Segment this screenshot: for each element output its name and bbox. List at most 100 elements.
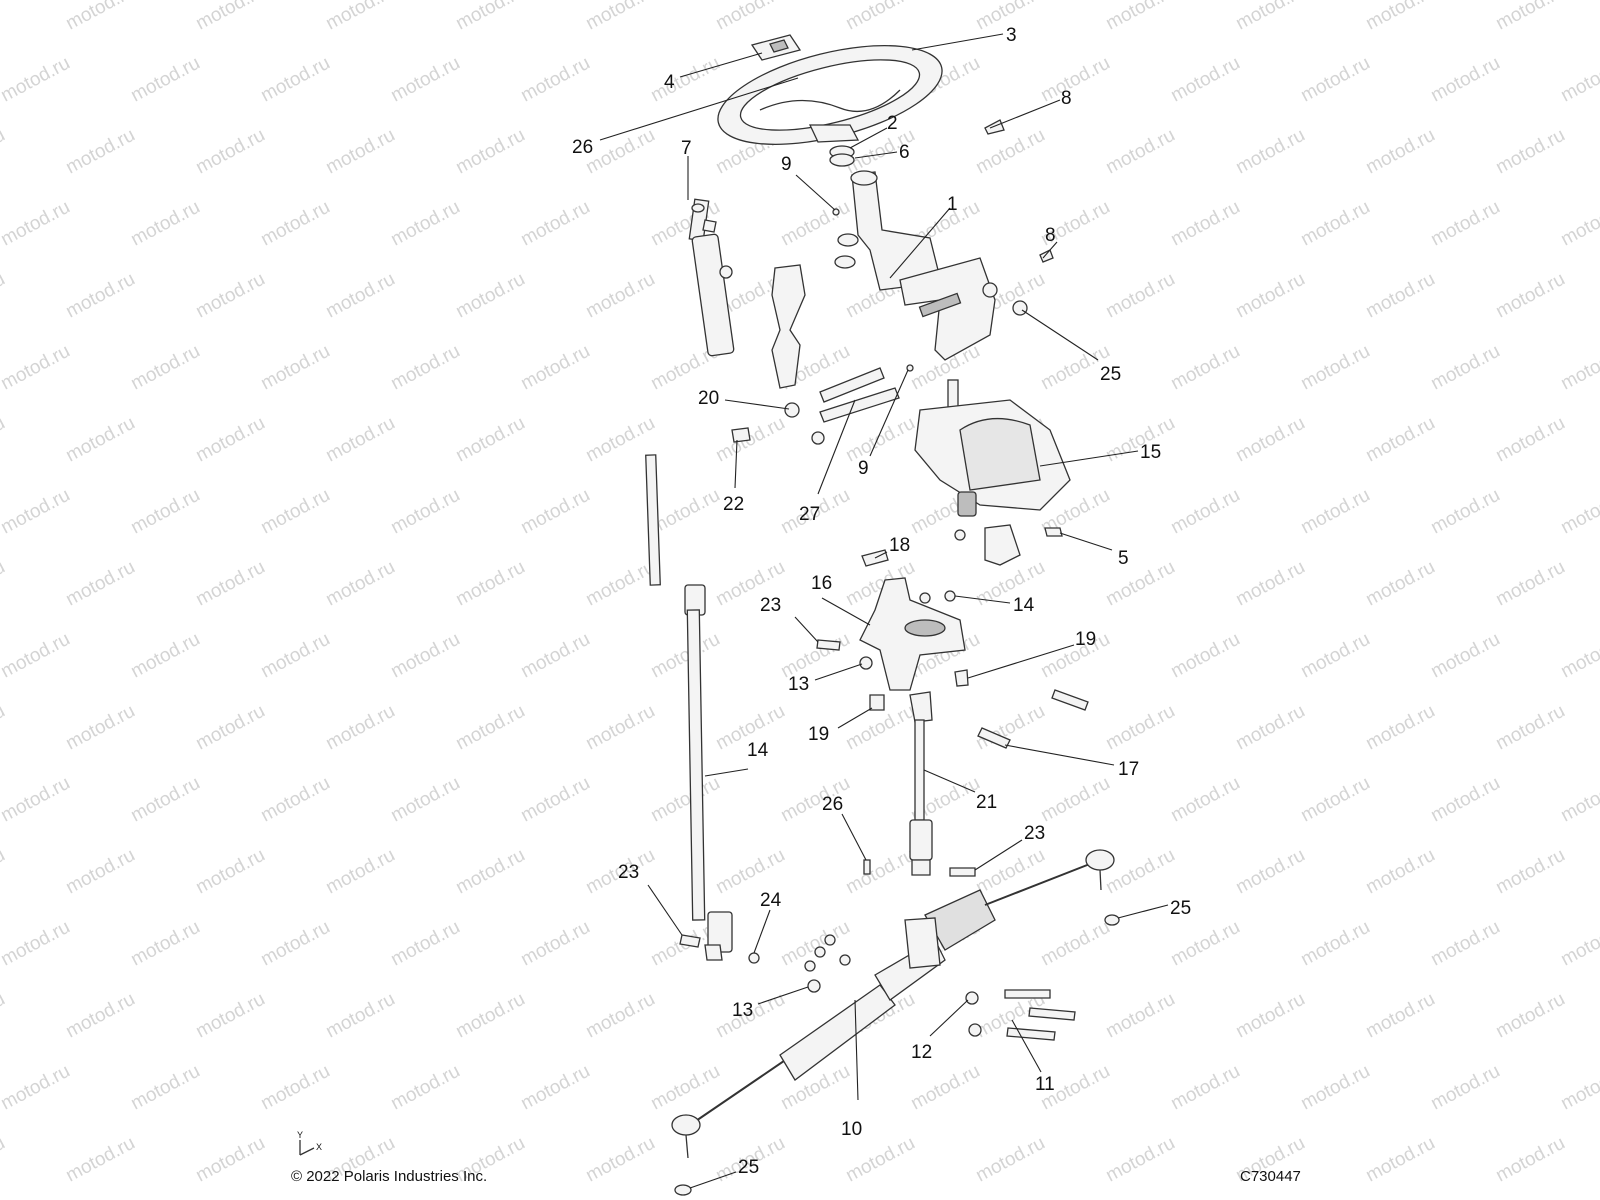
watermark-text: motod.ru: [1427, 197, 1503, 251]
callout-3: 3: [1006, 25, 1017, 46]
watermark-text: motod.ru: [1167, 773, 1243, 827]
watermark-text: motod.ru: [0, 269, 9, 323]
callout-23: 23: [760, 595, 781, 616]
watermark-text: motod.ru: [127, 485, 203, 539]
callout-14: 14: [1013, 595, 1035, 616]
callout-20: 20: [698, 388, 719, 409]
callout-14-b: 14: [747, 740, 769, 761]
callout-9-b: 9: [858, 458, 869, 479]
watermark-text: motod.ru: [192, 0, 268, 34]
eps-unit-15: [914, 399, 1071, 517]
bolt-23-upper: [816, 639, 873, 670]
callout-2: 2: [887, 113, 898, 134]
callout-13: 13: [788, 674, 809, 695]
watermark-text: motod.ru: [1557, 629, 1600, 683]
watermark-text: motod.ru: [1362, 557, 1438, 611]
watermark-text: motod.ru: [1492, 701, 1568, 755]
watermark-text: motod.ru: [257, 341, 333, 395]
watermark-text: motod.ru: [387, 629, 463, 683]
callout-15: 15: [1140, 442, 1161, 463]
callout-22: 22: [723, 494, 744, 515]
watermark-text: motod.ru: [1232, 125, 1308, 179]
callout-13-b: 13: [732, 1000, 753, 1021]
watermark-text: motod.ru: [1427, 773, 1503, 827]
watermark-text: motod.ru: [62, 701, 138, 755]
watermark-text: motod.ru: [387, 197, 463, 251]
watermark-text: motod.ru: [387, 485, 463, 539]
callout-23-c: 23: [618, 862, 639, 883]
watermark-text: motod.ru: [0, 701, 9, 755]
watermark-text: motod.ru: [322, 413, 398, 467]
watermark-text: motod.ru: [62, 989, 138, 1043]
watermark-text: motod.ru: [62, 413, 138, 467]
watermark-text: motod.ru: [1102, 989, 1178, 1043]
watermark-text: motod.ru: [192, 269, 268, 323]
watermark-text: motod.ru: [972, 1133, 1048, 1187]
watermark-text: motod.ru: [1297, 53, 1373, 107]
watermark-text: motod.ru: [582, 989, 658, 1043]
watermark-text: motod.ru: [62, 845, 138, 899]
watermark-text: motod.ru: [1427, 629, 1503, 683]
watermark-text: motod.ru: [192, 125, 268, 179]
callout-10: 10: [841, 1119, 862, 1140]
watermark-text: motod.ru: [972, 557, 1048, 611]
watermark-text: motod.ru: [647, 1061, 723, 1115]
watermark-text: motod.ru: [452, 269, 528, 323]
watermark-text: motod.ru: [1427, 485, 1503, 539]
watermark-text: motod.ru: [582, 557, 658, 611]
watermark-text: motod.ru: [1232, 845, 1308, 899]
watermark-text: motod.ru: [1557, 1061, 1600, 1115]
watermark-text: motod.ru: [1492, 125, 1568, 179]
watermark-text: motod.ru: [0, 557, 9, 611]
watermark-text: motod.ru: [1427, 341, 1503, 395]
watermark-text: motod.ru: [972, 125, 1048, 179]
pin-26: [863, 859, 871, 875]
watermark-text: motod.ru: [1362, 1133, 1438, 1187]
watermark-text: motod.ru: [517, 773, 593, 827]
watermark-text: motod.ru: [1557, 917, 1600, 971]
watermark-text: motod.ru: [1232, 413, 1308, 467]
watermark-text: motod.ru: [1102, 701, 1178, 755]
watermark-text: motod.ru: [0, 1061, 74, 1115]
watermark-text: motod.ru: [1557, 197, 1600, 251]
watermark-text: motod.ru: [62, 557, 138, 611]
watermark-text: motod.ru: [322, 989, 398, 1043]
callout-23-b: 23: [1024, 823, 1045, 844]
watermark-text: motod.ru: [1492, 0, 1568, 34]
watermark-text: motod.ru: [127, 197, 203, 251]
watermark-text: motod.ru: [1102, 0, 1178, 34]
watermark-text: motod.ru: [1232, 557, 1308, 611]
callout-25: 25: [1100, 364, 1121, 385]
watermark-text: motod.ru: [842, 413, 918, 467]
watermark-text: motod.ru: [1167, 341, 1243, 395]
callout-21: 21: [976, 792, 997, 813]
watermark-text: motod.ru: [387, 53, 463, 107]
watermark-text: motod.ru: [517, 485, 593, 539]
callout-19-b: 19: [808, 724, 829, 745]
center-cap: [750, 34, 802, 61]
watermark-text: motod.ru: [0, 53, 74, 107]
watermark-text: motod.ru: [1102, 125, 1178, 179]
watermark-text: motod.ru: [1362, 269, 1438, 323]
watermark-text: motod.ru: [842, 845, 918, 899]
watermark-text: motod.ru: [1102, 269, 1178, 323]
callout-26-b: 26: [822, 794, 843, 815]
watermark-text: motod.ru: [452, 989, 528, 1043]
watermark-text: motod.ru: [517, 629, 593, 683]
watermark-text: motod.ru: [0, 413, 9, 467]
watermark-text: motod.ru: [907, 1061, 983, 1115]
gas-strut-7: [688, 198, 735, 357]
watermark-text: motod.ru: [62, 0, 138, 34]
watermark-text: motod.ru: [582, 701, 658, 755]
watermark-text: motod.ru: [0, 845, 9, 899]
watermark-text: motod.ru: [1492, 269, 1568, 323]
watermark-text: motod.ru: [1102, 1133, 1178, 1187]
diagram-code: C730447: [1240, 1168, 1301, 1185]
watermark-text: motod.ru: [1427, 1061, 1503, 1115]
watermark-text: motod.ru: [387, 917, 463, 971]
watermark-text: motod.ru: [387, 341, 463, 395]
watermark-text: motod.ru: [1362, 413, 1438, 467]
watermark-text: motod.ru: [1492, 989, 1568, 1043]
watermark-text: motod.ru: [1557, 485, 1600, 539]
watermark-text: motod.ru: [1297, 341, 1373, 395]
